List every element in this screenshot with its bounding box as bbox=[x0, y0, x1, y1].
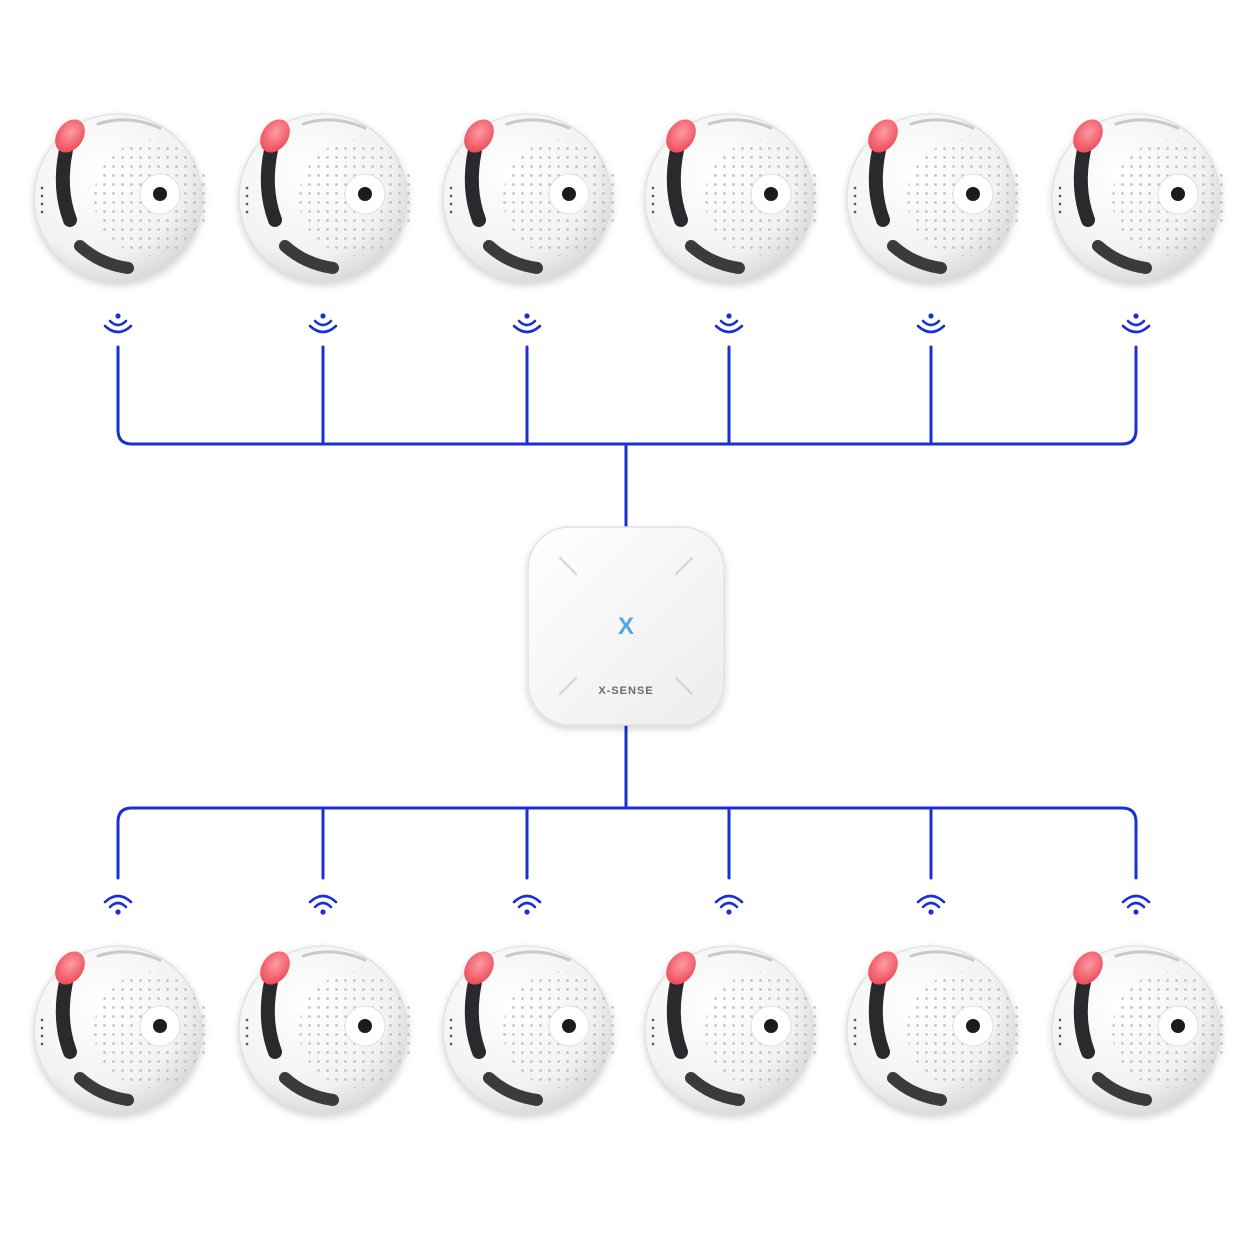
vent-slot bbox=[1073, 975, 1095, 1059]
vent-slot bbox=[464, 975, 486, 1059]
vent-slot bbox=[1073, 143, 1095, 227]
vent-slot bbox=[1092, 1072, 1152, 1106]
hub-logo: X bbox=[618, 613, 634, 640]
wifi-signal-icon bbox=[103, 313, 133, 334]
sensor-eye bbox=[764, 187, 778, 201]
test-button bbox=[868, 119, 898, 153]
sensor-eye bbox=[1171, 187, 1185, 201]
vent-slot bbox=[868, 975, 890, 1059]
smoke-detector bbox=[238, 113, 415, 283]
base-station-hub: X X-SENSE bbox=[527, 526, 725, 726]
vent-slot bbox=[868, 143, 890, 227]
test-button bbox=[464, 119, 494, 153]
wifi-signal-icon bbox=[1121, 313, 1151, 334]
smoke-detector bbox=[442, 113, 619, 283]
bottom-bus-line bbox=[116, 806, 1138, 880]
smoke-detector bbox=[33, 113, 210, 283]
wifi-signal-icon bbox=[308, 313, 338, 334]
vent-slot bbox=[483, 240, 543, 274]
wifi-signal-icon bbox=[103, 894, 133, 915]
test-button bbox=[260, 951, 290, 985]
top-bus-line bbox=[116, 345, 1138, 446]
wifi-signal-icon bbox=[714, 313, 744, 334]
smoke-detector bbox=[442, 945, 619, 1115]
smoke-detector bbox=[238, 945, 415, 1115]
vent-slot bbox=[74, 240, 134, 274]
vent-slot bbox=[483, 1072, 543, 1106]
vent-slot bbox=[260, 975, 282, 1059]
smoke-detector bbox=[33, 945, 210, 1115]
sensor-eye bbox=[966, 187, 980, 201]
vent-slot bbox=[666, 143, 688, 227]
test-button bbox=[868, 951, 898, 985]
wifi-signal-icon bbox=[916, 894, 946, 915]
wifi-signal-icon bbox=[308, 894, 338, 915]
wifi-signal-icon bbox=[512, 894, 542, 915]
sensor-eye bbox=[358, 1019, 372, 1033]
wifi-signal-icon bbox=[512, 313, 542, 334]
hub-brand-label: X-SENSE bbox=[598, 685, 653, 697]
smoke-detector bbox=[644, 113, 821, 283]
wifi-signal-icon bbox=[714, 894, 744, 915]
vent-slot bbox=[74, 1072, 134, 1106]
test-button bbox=[55, 951, 85, 985]
vent-slot bbox=[279, 1072, 339, 1106]
smoke-detector bbox=[846, 945, 1023, 1115]
test-button bbox=[666, 951, 696, 985]
vent-slot bbox=[279, 240, 339, 274]
smoke-detector bbox=[846, 113, 1023, 283]
vent-slot bbox=[685, 240, 745, 274]
sensor-eye bbox=[562, 187, 576, 201]
vent-slot bbox=[464, 143, 486, 227]
wifi-signal-icon bbox=[1121, 894, 1151, 915]
test-button bbox=[55, 119, 85, 153]
sensor-eye bbox=[358, 187, 372, 201]
sensor-eye bbox=[562, 1019, 576, 1033]
vent-slot bbox=[666, 975, 688, 1059]
test-button bbox=[1073, 119, 1103, 153]
sensor-eye bbox=[153, 1019, 167, 1033]
test-button bbox=[666, 119, 696, 153]
top-detector-row bbox=[33, 113, 1228, 334]
test-button bbox=[1073, 951, 1103, 985]
vent-slot bbox=[55, 143, 77, 227]
sensor-eye bbox=[153, 187, 167, 201]
bottom-detector-row bbox=[33, 894, 1228, 1115]
vent-slot bbox=[55, 975, 77, 1059]
vent-slot bbox=[887, 1072, 947, 1106]
connection-lines bbox=[116, 345, 1138, 880]
vent-slot bbox=[685, 1072, 745, 1106]
sensor-eye bbox=[764, 1019, 778, 1033]
vent-slot bbox=[1092, 240, 1152, 274]
vent-slot bbox=[260, 143, 282, 227]
wifi-signal-icon bbox=[916, 313, 946, 334]
sensor-eye bbox=[966, 1019, 980, 1033]
test-button bbox=[260, 119, 290, 153]
smoke-detector bbox=[644, 945, 821, 1115]
test-button bbox=[464, 951, 494, 985]
smoke-detector bbox=[1051, 945, 1228, 1115]
smoke-detector bbox=[1051, 113, 1228, 283]
vent-slot bbox=[887, 240, 947, 274]
sensor-eye bbox=[1171, 1019, 1185, 1033]
